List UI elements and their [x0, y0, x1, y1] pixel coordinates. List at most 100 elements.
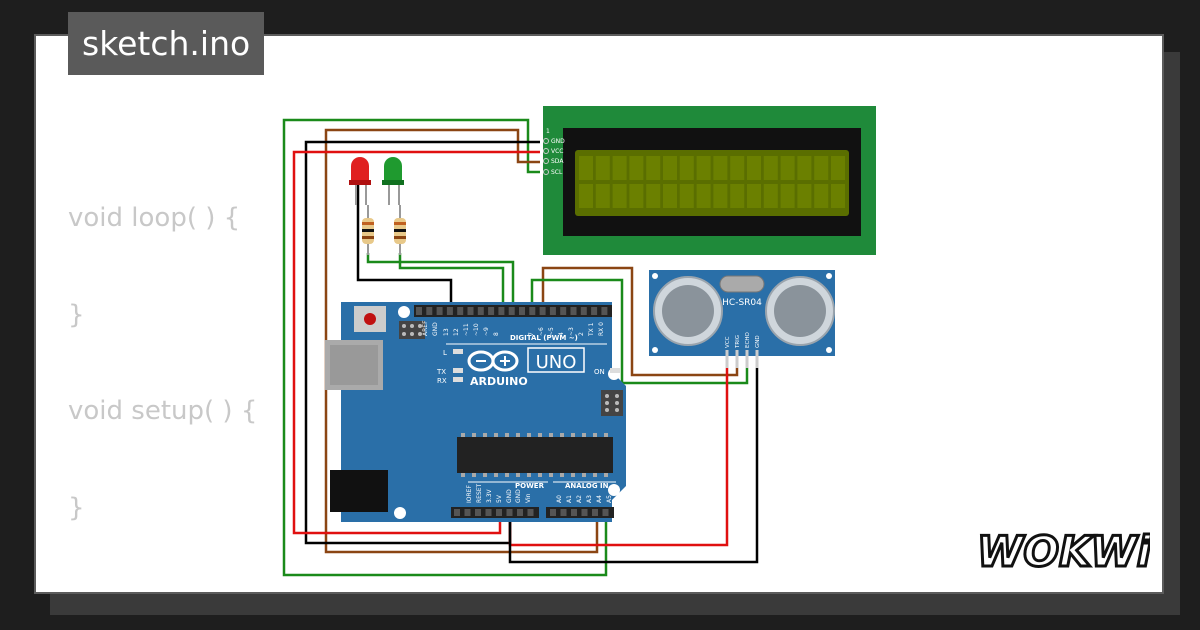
header-socket: [496, 509, 502, 516]
digital-pin-label: ~9: [483, 327, 490, 336]
chip-pin: [549, 473, 553, 477]
code-line-setup-close: }: [68, 493, 85, 523]
bottom-pin-label: RESET: [476, 483, 483, 503]
lcd-char-cell: [595, 184, 610, 208]
power-header: [451, 507, 539, 518]
lcd-char-cell: [797, 184, 812, 208]
lcd-display[interactable]: 1 GND VCC SDA SCL: [543, 106, 876, 255]
chip-pin: [560, 433, 564, 437]
lcd-pin-scl-label: SCL: [551, 169, 563, 176]
chip-pin: [582, 433, 586, 437]
chip-pin: [505, 473, 509, 477]
lcd-pin-vcc-label: VCC: [551, 148, 563, 155]
bottom-pin-label: GND: [515, 489, 522, 503]
lcd-char-cell: [663, 184, 677, 208]
header-socket: [550, 509, 556, 516]
lcd-char-cell: [679, 156, 694, 180]
header-socket: [592, 509, 598, 516]
led-rx-label: RX: [437, 377, 447, 385]
wire-red-lcd-vcc: [292, 150, 540, 535]
header-socket: [467, 307, 474, 315]
sensor-pin-echo-label: ECHO: [745, 332, 751, 348]
bottom-pin-label: A4: [596, 495, 603, 503]
bottom-pin-label: A1: [566, 495, 573, 503]
power-label: POWER: [515, 482, 545, 490]
header-socket: [591, 307, 598, 315]
led-red[interactable]: [349, 157, 371, 205]
sensor-pin-gnd-label: GND: [755, 335, 761, 348]
header-socket: [446, 307, 453, 315]
lcd-char-cell: [629, 184, 644, 208]
ultrasonic-sensor[interactable]: HC-SR04 VCC TRIG ECHO GND: [649, 270, 835, 368]
bottom-pin-label: IOREF: [466, 485, 473, 503]
header-socket: [506, 509, 513, 516]
arduino-logo: [467, 350, 519, 372]
sensor-pin-legs: [725, 350, 759, 368]
chip-pin: [527, 473, 531, 477]
led-l-label: L: [443, 349, 447, 357]
header-socket: [485, 509, 492, 516]
bottom-pin-label: 3.3V: [486, 488, 493, 503]
led-green[interactable]: [382, 157, 404, 205]
wire-brown-lcd-sda: [324, 128, 599, 554]
wire-brown-trig: [541, 266, 739, 377]
wire-green-led1: [366, 253, 515, 312]
digital-pin-label: ~5: [548, 327, 555, 336]
chip-pin: [549, 433, 553, 437]
resistor-2[interactable]: [394, 205, 406, 255]
header-socket: [570, 307, 577, 315]
lcd-char-cell: [612, 184, 627, 208]
chip-pin: [494, 433, 498, 437]
chip-pin: [571, 433, 575, 437]
lcd-char-cell: [797, 156, 812, 180]
digital-pin-label: ~10: [473, 323, 480, 336]
file-tab[interactable]: sketch.ino: [68, 12, 265, 75]
lcd-char-cell: [713, 156, 728, 180]
analog-label: ANALOG IN: [565, 482, 609, 490]
led-tx-label: TX: [436, 368, 446, 376]
digital-pin-label: ~11: [463, 323, 470, 336]
lcd-char-cell: [646, 156, 661, 180]
chip-pin: [604, 433, 608, 437]
chip-pin: [516, 433, 520, 437]
lcd-char-cell: [696, 156, 711, 180]
chip-pin: [483, 473, 487, 477]
chip-pin: [538, 433, 542, 437]
lcd-char-cell: [696, 184, 711, 208]
led-l: [453, 349, 463, 354]
header-socket: [571, 509, 577, 516]
header-socket: [508, 307, 515, 315]
header-socket: [602, 509, 609, 516]
lcd-char-cell: [814, 184, 829, 208]
lcd-char-cell: [730, 156, 745, 180]
sensor-pin-trig-label: TRIG: [735, 335, 741, 349]
lcd-char-cell: [579, 184, 593, 208]
wire-green-led2: [398, 253, 505, 312]
chip-pin: [461, 433, 465, 437]
digital-pin-label: 13: [443, 328, 450, 336]
lcd-char-cell: [780, 184, 795, 208]
resistor-1[interactable]: [362, 205, 374, 255]
bottom-pin-label: A3: [586, 495, 593, 503]
chip-pin: [483, 433, 487, 437]
header-socket: [580, 307, 587, 315]
digital-pin-label: TX 1: [588, 322, 595, 337]
header-socket: [581, 509, 588, 516]
icsp-header: [399, 321, 623, 416]
header-socket: [464, 509, 471, 516]
lcd-char-cell: [646, 184, 661, 208]
bottom-pin-label: A2: [576, 495, 583, 503]
lcd-char-cell: [663, 156, 677, 180]
digital-pin-label: 4: [558, 332, 565, 336]
header-socket: [454, 509, 460, 516]
digital-pin-label: GND: [432, 322, 439, 336]
lcd-char-cell: [595, 156, 610, 180]
sensor-pin-labels: VCC TRIG ECHO GND: [725, 332, 761, 349]
bottom-pin-label: GND: [506, 489, 513, 503]
lcd-char-cell: [831, 184, 845, 208]
digital-pin-label: 12: [453, 328, 460, 336]
lcd-char-cell: [730, 184, 745, 208]
